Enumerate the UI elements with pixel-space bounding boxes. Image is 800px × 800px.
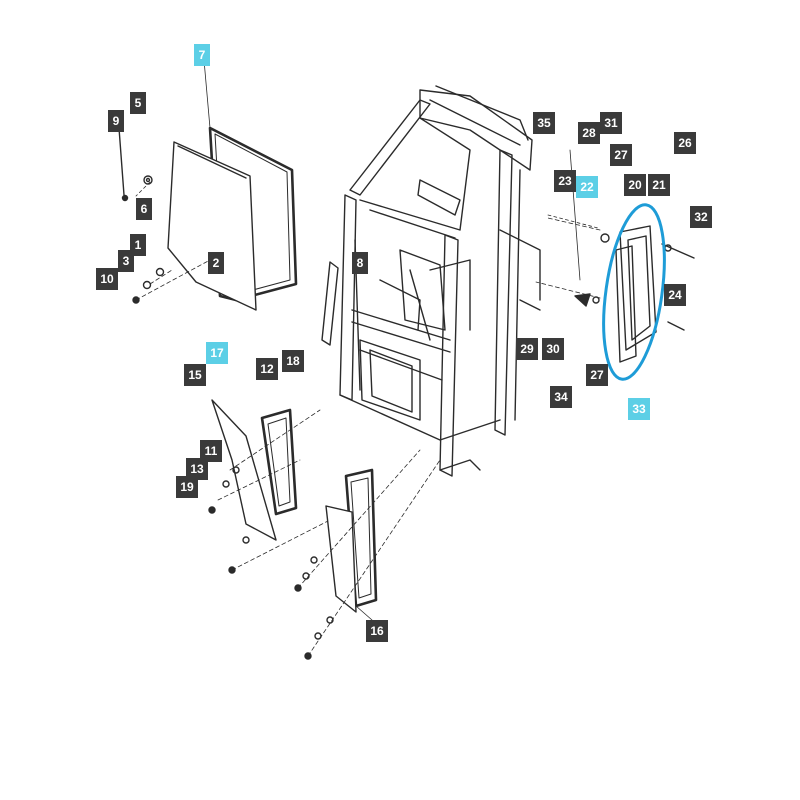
part-callout-31[interactable]: 31 (600, 112, 622, 134)
cab-frame (321, 85, 541, 477)
part-callout-33[interactable]: 33 (628, 398, 650, 420)
part-callout-1[interactable]: 1 (130, 234, 146, 256)
part-callout-11[interactable]: 11 (200, 440, 222, 462)
left-fasteners (118, 127, 211, 304)
part-callout-27-upper[interactable]: 27 (610, 144, 632, 166)
part-callout-12[interactable]: 12 (256, 358, 278, 380)
part-callout-6[interactable]: 6 (136, 198, 152, 220)
part-callout-26[interactable]: 26 (674, 132, 696, 154)
right-door-assembly (535, 149, 695, 363)
part-callout-9[interactable]: 9 (108, 110, 124, 132)
part-callout-10[interactable]: 10 (96, 268, 118, 290)
part-callout-21[interactable]: 21 (648, 174, 670, 196)
part-callout-19[interactable]: 19 (176, 476, 198, 498)
part-callout-7[interactable]: 7 (194, 44, 210, 66)
part-callout-18[interactable]: 18 (282, 350, 304, 372)
part-callout-23[interactable]: 23 (554, 170, 576, 192)
part-callout-34[interactable]: 34 (550, 386, 572, 408)
part-callout-2[interactable]: 2 (208, 252, 224, 274)
highlight-ring (602, 203, 666, 381)
part-callout-8[interactable]: 8 (352, 252, 368, 274)
part-callout-3[interactable]: 3 (118, 250, 134, 272)
part-callout-13[interactable]: 13 (186, 458, 208, 480)
part-callout-28[interactable]: 28 (578, 122, 600, 144)
part-callout-32[interactable]: 32 (690, 206, 712, 228)
lower-right-panel (294, 449, 441, 660)
part-callout-24[interactable]: 24 (664, 284, 686, 306)
part-callout-29[interactable]: 29 (516, 338, 538, 360)
part-callout-35[interactable]: 35 (533, 112, 555, 134)
lower-left-panel (208, 399, 331, 574)
part-callout-30[interactable]: 30 (542, 338, 564, 360)
part-callout-15[interactable]: 15 (184, 364, 206, 386)
part-callout-20[interactable]: 20 (624, 174, 646, 196)
part-callout-5[interactable]: 5 (130, 92, 146, 114)
part-callout-27-lower[interactable]: 27 (586, 364, 608, 386)
part-callout-16[interactable]: 16 (366, 620, 388, 642)
part-callout-17[interactable]: 17 (206, 342, 228, 364)
part-callout-22[interactable]: 22 (576, 176, 598, 198)
